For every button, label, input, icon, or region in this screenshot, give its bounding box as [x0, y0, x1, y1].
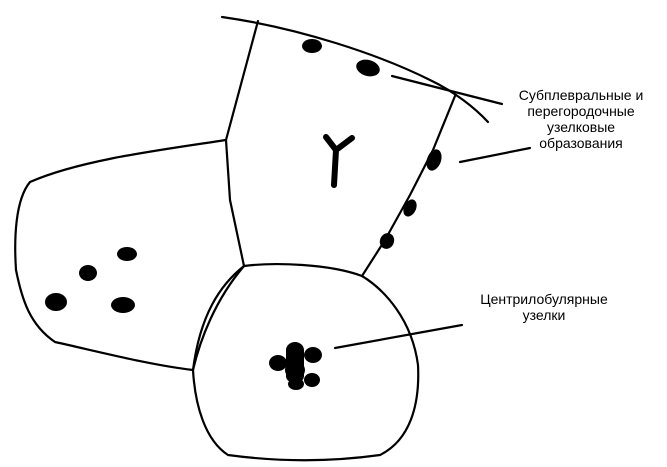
centrilobular-nodule-cluster — [269, 342, 322, 390]
label-subpleural-septal-nodules: Субплевральные и перегородочные узелковы… — [496, 87, 666, 151]
bottom-lobule — [193, 266, 418, 460]
pleura-line — [222, 17, 488, 122]
lobule-nodule — [111, 297, 135, 313]
subpleural-nodule — [302, 39, 322, 53]
leader-line-centrilobular — [335, 325, 462, 348]
subpleural-nodule — [354, 57, 381, 79]
bronchiole-y-shape — [326, 137, 352, 185]
lobule-nodule — [45, 293, 67, 311]
septal-nodule — [424, 147, 445, 172]
lobule-nodule — [117, 247, 137, 261]
label-centrilobular-nodules: Центрилобулярные узелки — [464, 291, 624, 323]
leader-line-subpleural-top — [392, 76, 502, 104]
lobule-nodule — [79, 265, 97, 281]
